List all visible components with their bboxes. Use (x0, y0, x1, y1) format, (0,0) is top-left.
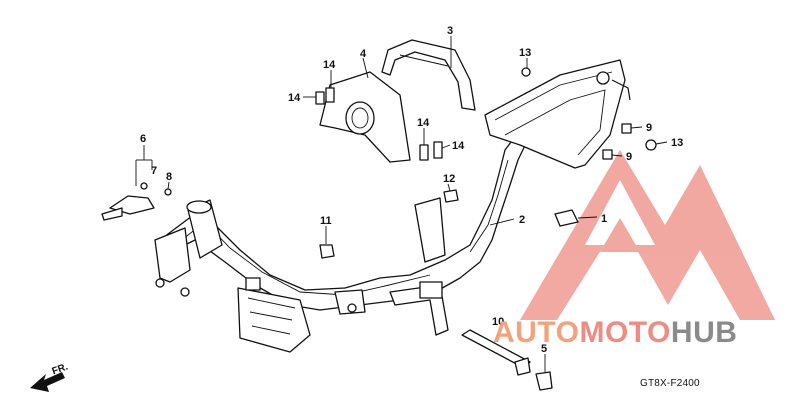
watermark-text-auto: AUTO (493, 316, 580, 349)
callout-14-c: 14 (417, 117, 430, 129)
watermark-text-hub: HUB (670, 316, 738, 349)
callout-13-upper: 13 (519, 47, 531, 59)
callout-11: 11 (320, 215, 332, 227)
main-frame (154, 59, 631, 353)
callout-2: 2 (519, 214, 525, 226)
watermark-text: AUTOMOTOHUB (493, 316, 737, 350)
leader-lines (135, 36, 668, 372)
callout-14-d: 14 (452, 140, 465, 152)
front-direction-arrow (30, 372, 65, 392)
callout-3: 3 (447, 25, 453, 37)
cover-part-4 (319, 71, 411, 163)
diagram-code: GT8X-F2400 (640, 378, 700, 389)
watermark-text-moto: MOTO (579, 316, 671, 349)
fasteners (101, 67, 657, 391)
callout-12: 12 (443, 173, 455, 185)
callout-9-lower: 9 (626, 151, 632, 163)
callout-7: 7 (151, 165, 157, 177)
bracket-part-3 (381, 39, 476, 111)
callout-10: 10 (492, 316, 504, 328)
watermark-logo (520, 150, 775, 320)
callout-13-lower: 13 (671, 137, 683, 149)
callout-5: 5 (541, 343, 547, 355)
callout-14-a: 14 (323, 59, 336, 71)
callout-14-b: 14 (288, 92, 301, 104)
callout-4: 4 (360, 48, 367, 60)
callout-8: 8 (166, 171, 172, 183)
callout-6: 6 (140, 133, 146, 145)
callout-1: 1 (601, 213, 607, 225)
callout-9-upper: 9 (646, 122, 652, 134)
